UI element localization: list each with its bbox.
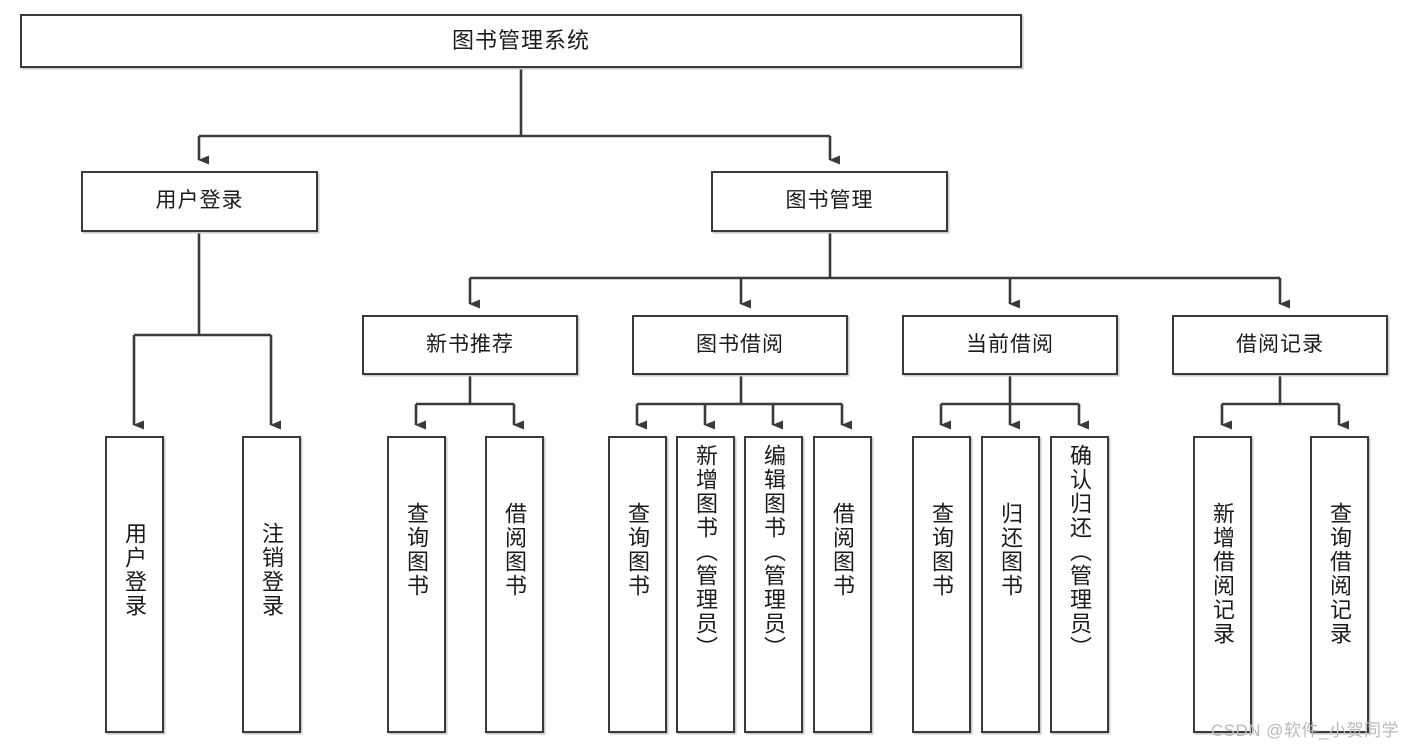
leaf-edit-book-label: 编辑图书（管理员） [761,444,787,660]
leaf-add-book[interactable]: 新增图书（管理员） [676,436,735,733]
node-user-login[interactable]: 用户登录 [81,171,318,232]
leaf-query-record[interactable]: 查询借阅记录 [1310,436,1369,733]
leaf-borrow-book-2-label: 借阅图书 [830,502,856,598]
leaf-borrow-book-2[interactable]: 借阅图书 [813,436,872,733]
node-new-book-recommend-label: 新书推荐 [426,332,514,356]
leaf-query-record-label: 查询借阅记录 [1327,502,1353,646]
node-book-manage-label: 图书管理 [785,189,874,213]
leaf-add-book-label: 新增图书（管理员） [693,444,719,660]
leaf-query-book-3-label: 查询图书 [929,502,955,598]
node-book-borrow[interactable]: 图书借阅 [632,315,848,375]
leaf-edit-book[interactable]: 编辑图书（管理员） [744,436,803,733]
leaf-user-logout-label: 注销登录 [259,522,285,618]
node-root-label: 图书管理系统 [451,28,590,54]
node-current-borrow[interactable]: 当前借阅 [902,315,1118,375]
leaf-confirm-return-label: 确认归还（管理员） [1067,444,1093,660]
node-book-borrow-label: 图书借阅 [696,332,784,356]
node-root[interactable]: 图书管理系统 [20,14,1022,68]
leaf-user-login-label: 用户登录 [122,522,148,618]
leaf-borrow-book-1-label: 借阅图书 [502,502,528,598]
node-user-login-label: 用户登录 [155,189,244,213]
leaf-return-book[interactable]: 归还图书 [981,436,1040,733]
leaf-return-book-label: 归还图书 [998,502,1024,598]
node-current-borrow-label: 当前借阅 [966,332,1054,356]
node-book-manage[interactable]: 图书管理 [711,171,948,232]
node-borrow-record-label: 借阅记录 [1236,332,1324,356]
leaf-add-record-label: 新增借阅记录 [1210,502,1236,646]
leaf-add-record[interactable]: 新增借阅记录 [1193,436,1252,733]
leaf-query-book-2[interactable]: 查询图书 [608,436,667,733]
leaf-user-login[interactable]: 用户登录 [105,436,164,733]
leaf-user-logout[interactable]: 注销登录 [242,436,301,733]
leaf-confirm-return[interactable]: 确认归还（管理员） [1050,436,1109,733]
csdn-watermark: CSDN @软件_小贺同学 [1210,721,1399,740]
node-borrow-record[interactable]: 借阅记录 [1172,315,1388,375]
node-new-book-recommend[interactable]: 新书推荐 [362,315,578,375]
leaf-borrow-book-1[interactable]: 借阅图书 [485,436,544,733]
leaf-query-book-2-label: 查询图书 [625,502,651,598]
leaf-query-book-1[interactable]: 查询图书 [387,436,446,733]
leaf-query-book-3[interactable]: 查询图书 [912,436,971,733]
leaf-query-book-1-label: 查询图书 [404,502,430,598]
